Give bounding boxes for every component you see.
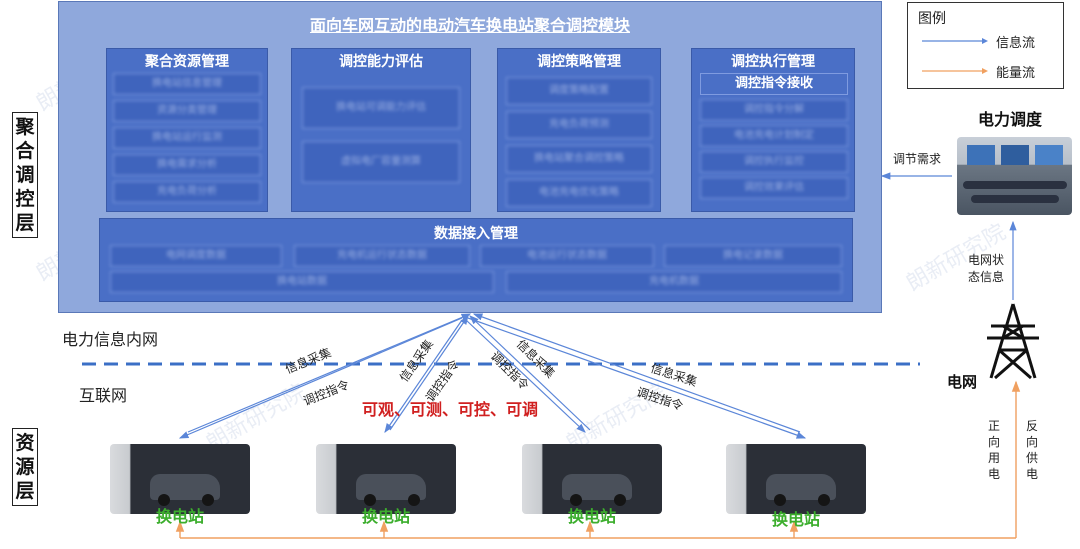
station-image (110, 444, 250, 514)
module-item: 虚拟电厂容量测算 (302, 141, 460, 183)
legend-info-label: 信息流 (996, 36, 1036, 51)
module-item: 调控指令接收 (700, 73, 848, 95)
capability-text: 可观、可测、可控、可调 (362, 400, 539, 419)
legend-energy-line (922, 68, 988, 74)
module-strategy-management: 调控策略管理 调度策略配置 充电负荷预测 换电站聚合调控策略 电池充电优化策略 (497, 48, 661, 212)
station-label: 换电站 (567, 507, 616, 526)
legend-energy-label: 能量流 (996, 66, 1036, 81)
module-resource-management: 聚合资源管理 换电站信息管理 资源分类管理 换电站运行监测 换电需求分析 充电负… (106, 48, 268, 212)
legend-info-line (922, 38, 988, 44)
module-item: 充电负荷分析 (113, 181, 261, 203)
module-item: 资源分类管理 (113, 100, 261, 122)
layer-title-resource: 资源层 (12, 428, 38, 506)
station-label: 换电站 (361, 507, 410, 526)
info-flow-up (187, 313, 472, 433)
module-item: 调控执行监控 (700, 151, 848, 173)
power-tower-icon (987, 303, 1039, 380)
command-flow-down (384, 319, 463, 433)
module-item: 换电站聚合调控策略 (506, 145, 652, 173)
module-item: 换电站信息管理 (113, 73, 261, 95)
command-flow-down (465, 319, 586, 433)
info-flow-up (469, 315, 591, 431)
module-item: 电池充电计划制定 (700, 125, 848, 147)
legend: 图例 信息流 能量流 (907, 2, 1064, 89)
module-data-access: 数据接入管理 电网调度数据 充电机运行状态数据 电池运行状态数据 换电记录数据 … (99, 218, 853, 302)
data-item: 电池运行状态数据 (480, 245, 654, 267)
demand-label: 调节需求 (893, 152, 942, 166)
data-item: 换电记录数据 (664, 245, 842, 267)
station-label: 换电站 (771, 510, 820, 529)
module-item: 调控效果评估 (700, 177, 848, 199)
module-item: 换电站可调能力评估 (302, 87, 460, 129)
dispatch-center-image (957, 137, 1072, 215)
module-title: 聚合资源管理 (145, 54, 229, 70)
module-item: 充电负荷预测 (506, 111, 652, 139)
panel-title: 面向车网互动的电动汽车换电站聚合调控模块 (309, 16, 630, 35)
module-title: 调控能力评估 (339, 54, 423, 70)
station-label: 换电站 (155, 507, 204, 526)
dispatch-title: 电力调度 (978, 110, 1043, 129)
module-item: 换电需求分析 (113, 154, 261, 176)
info-flow-up (389, 315, 469, 431)
module-item: 换电站运行监测 (113, 127, 261, 149)
grid-state-label: 电网状态信息 (968, 252, 1008, 286)
aggregation-module-panel: 面向车网互动的电动汽车换电站聚合调控模块 聚合资源管理 换电站信息管理 资源分类… (58, 1, 882, 313)
station-image (726, 444, 866, 514)
internet-label: 互联网 (79, 386, 128, 405)
info-flow-up (472, 313, 801, 433)
module-title: 调控策略管理 (537, 54, 621, 70)
module-item: 电池充电优化策略 (506, 179, 652, 207)
data-item: 充电机运行状态数据 (294, 245, 470, 267)
module-item: 调控指令分解 (700, 99, 848, 121)
grid-label: 电网 (947, 373, 978, 391)
module-execution-management: 调控执行管理 调控指令接收 调控指令分解 电池充电计划制定 调控执行监控 调控效… (691, 48, 855, 212)
module-title: 数据接入管理 (434, 226, 518, 242)
layer-title-aggregation: 聚合调控层 (12, 112, 38, 238)
data-item: 换电站数据 (110, 271, 494, 293)
command-flow-down (178, 317, 463, 439)
module-capability-assessment: 调控能力评估 换电站可调能力评估 虚拟电厂容量测算 (291, 48, 471, 212)
module-item: 调度策略配置 (506, 77, 652, 105)
station-image (316, 444, 456, 514)
data-item: 充电机数据 (506, 271, 842, 293)
grid-state-text: 电网状态信息 (968, 253, 1005, 284)
intranet-label: 电力信息内网 (62, 330, 159, 349)
forward-power-label: 正向用电 (988, 419, 1001, 481)
command-flow-down (467, 317, 807, 439)
station-image (522, 444, 662, 514)
module-title: 调控执行管理 (731, 54, 815, 70)
legend-title: 图例 (918, 11, 946, 27)
reverse-power-label: 反向供电 (1026, 419, 1039, 481)
data-item: 电网调度数据 (110, 245, 282, 267)
